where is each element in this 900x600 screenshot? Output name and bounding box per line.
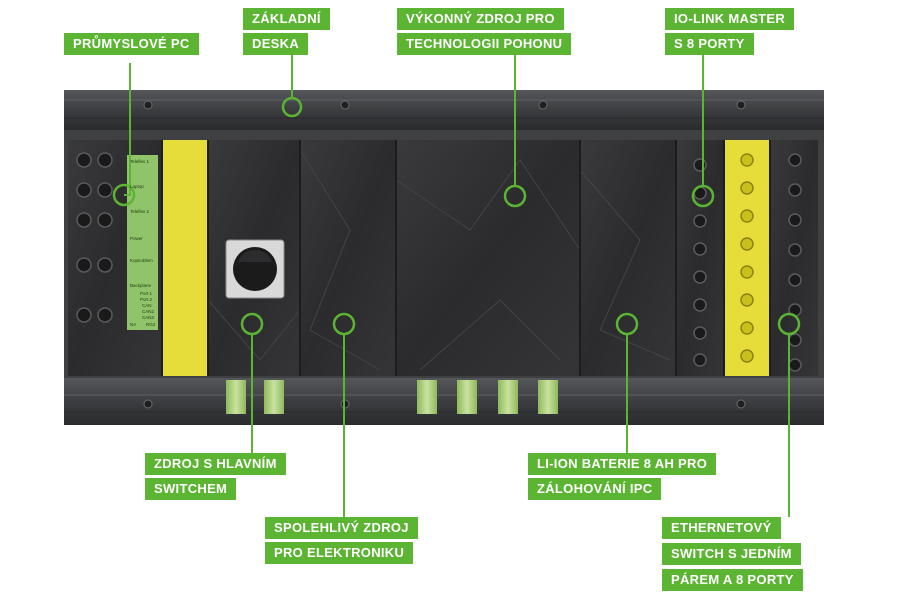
label-psu-switch-2: SWITCHEM (145, 478, 237, 500)
io-link-yellow-cover (724, 140, 770, 376)
ipc-panel-text-5: Backplane (130, 283, 152, 288)
label-base-board-1: ZÁKLADNÍ (243, 8, 330, 30)
label-ethernet-2: SWITCH S JEDNÍM (662, 543, 801, 565)
ipc-panel-text-1: Laptop (130, 184, 144, 189)
ipc-panel-text-6: Port 1 (140, 291, 153, 296)
top-rail (64, 90, 824, 130)
label-psu-switch-1: ZDROJ S HLAVNÍM (145, 453, 286, 475)
ipc-led-strip (127, 155, 158, 330)
label-battery-2: ZÁLOHOVÁNÍ IPC (528, 478, 662, 500)
ipc-panel-text: Teleflex 1 Laptop Teleflex 2 Power Kopir… (130, 159, 156, 327)
bottom-rail (64, 378, 824, 425)
faceted-texture (207, 149, 671, 371)
ipc-panel-text-10: CAN3 (142, 315, 155, 320)
ipc-panel-text-9: CAN2 (142, 309, 155, 314)
label-drive-psu-1: VÝKONNÝ ZDROJ PRO (397, 8, 564, 30)
ipc-panel-text-11: NA (130, 322, 136, 327)
ipc-yellow-cover (162, 140, 208, 376)
label-drive-psu-2: TECHNOLOGII POHONU (397, 33, 572, 55)
label-io-link-1: IO-LINK MASTER (665, 8, 795, 30)
main-switch (225, 239, 285, 299)
label-ethernet-1: ETHERNETOVÝ (662, 517, 781, 539)
drive-psu-module (396, 140, 580, 376)
cable-glands (226, 380, 558, 414)
label-base-board-2: DESKA (243, 33, 309, 55)
ipc-panel-text-0: Teleflex 1 (130, 159, 150, 164)
ipc-panel-text-3: Power (130, 236, 143, 241)
ipc-panel-text-8: CAN (142, 303, 152, 308)
label-ethernet-3: PÁREM A 8 PORTY (662, 569, 803, 591)
ipc-panel-text-4: Kopiroblem (130, 258, 153, 263)
io-link-module (676, 140, 724, 376)
label-battery-1: LI-ION BATERIE 8 AH PRO (528, 453, 717, 475)
label-electronics-psu-1: SPOLEHLIVÝ ZDROJ (265, 517, 418, 539)
modules (68, 140, 818, 376)
ipc-panel-text-2: Teleflex 2 (130, 209, 150, 214)
io-link-ports (740, 153, 754, 363)
callout-targets (112, 96, 801, 336)
label-electronics-psu-2: PRO ELEKTRONIKU (265, 542, 414, 564)
ipc-panel-text-7: Port 2 (140, 297, 153, 302)
callout-lines (124, 55, 790, 517)
ipc-panel-text-12: RG2 (146, 322, 156, 327)
label-industrial-pc-1: PRŮMYSLOVÉ PC (64, 33, 199, 55)
electronics-psu-module (300, 140, 396, 376)
label-io-link-2: S 8 PORTY (665, 33, 754, 55)
ipc-connectors (76, 152, 113, 323)
